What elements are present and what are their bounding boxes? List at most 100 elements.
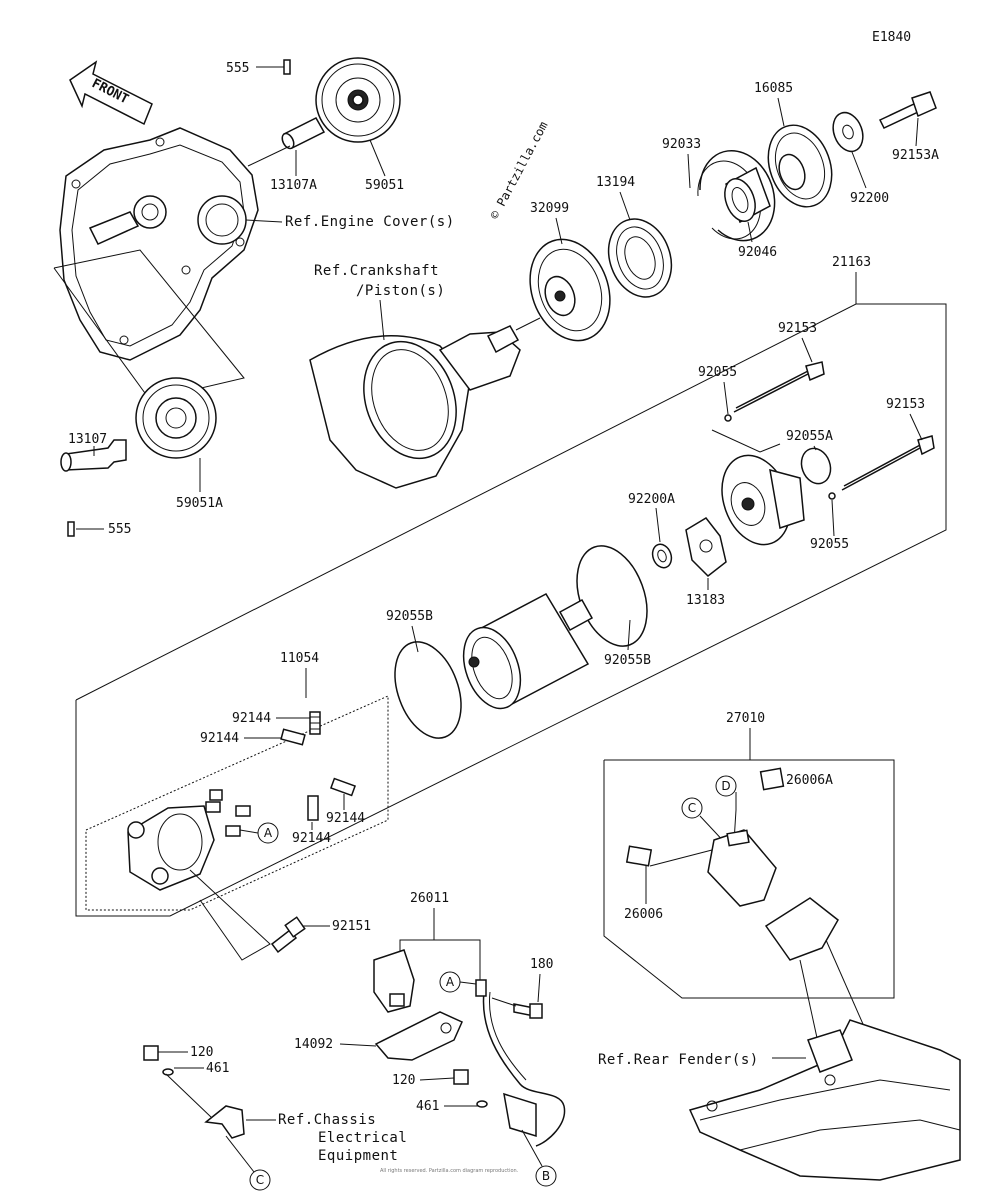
marker-c-1: C [681, 797, 703, 819]
washer-92200A[interactable] [649, 542, 674, 571]
terminal-cover[interactable] [373, 949, 415, 1013]
label-13107: 13107 [68, 432, 107, 447]
pin-555-bottom[interactable] [67, 521, 75, 537]
gear-59051[interactable] [315, 57, 401, 143]
label-92144-c: 92144 [326, 811, 365, 826]
gear-16085[interactable] [757, 116, 842, 215]
crankshaft [309, 325, 521, 489]
oring-92055A[interactable] [797, 444, 836, 487]
label-92055B-b: 92055B [604, 653, 651, 668]
ref-engine-cover: Ref.Engine Cover(s) [285, 214, 455, 230]
marker-b-1: B [535, 1165, 557, 1187]
ref-chassis-2: Electrical [318, 1130, 407, 1146]
relay-unit[interactable] [707, 829, 777, 907]
starter-end-cover[interactable] [710, 446, 805, 554]
pin-555-top[interactable] [283, 59, 291, 75]
bracket-14092[interactable] [374, 1011, 463, 1061]
battery-cable[interactable] [475, 979, 566, 1147]
label-555-bottom: 555 [108, 522, 131, 537]
label-32099: 32099 [530, 201, 569, 216]
footer-fineprint: All rights reserved. Partzilla.com diagr… [380, 1168, 519, 1174]
marker-a-1: A [257, 822, 279, 844]
label-14092: 14092 [294, 1037, 333, 1052]
ref-chassis-1: Ref.Chassis [278, 1112, 376, 1128]
marker-d-1: D [715, 775, 737, 797]
label-92153A: 92153A [892, 148, 939, 163]
washer-461-a[interactable] [162, 1068, 174, 1076]
svg-text:C: C [688, 801, 696, 815]
svg-text:A: A [264, 826, 273, 840]
oring-92055-b[interactable] [828, 492, 836, 500]
relay-outline [603, 759, 895, 999]
marker-a-2: A [439, 971, 461, 993]
label-26006A: 26006A [786, 773, 833, 788]
label-461-a: 461 [206, 1061, 229, 1076]
marker-b-2-hidden: B [542, 1169, 550, 1183]
oring-92055B-a[interactable] [383, 633, 474, 747]
brush-assembly-outline [85, 695, 389, 911]
label-92046: 92046 [738, 245, 777, 260]
gear-32099[interactable] [517, 228, 624, 352]
oring-92055B-b[interactable] [564, 536, 660, 656]
label-180: 180 [530, 957, 553, 972]
bolt-92153A[interactable] [878, 91, 937, 129]
label-461-b: 461 [416, 1099, 439, 1114]
label-27010: 27010 [726, 711, 765, 726]
plate-13183[interactable] [685, 517, 727, 577]
label-120-b: 120 [392, 1073, 415, 1088]
diagram-code: E1840 [872, 30, 911, 45]
label-92144-b: 92144 [200, 731, 239, 746]
starter-motor-body[interactable] [453, 593, 594, 716]
svg-text:B: B [542, 1169, 550, 1183]
label-92144-a: 92144 [232, 711, 271, 726]
label-59051: 59051 [365, 178, 404, 193]
label-26006: 26006 [624, 907, 663, 922]
label-92151: 92151 [332, 919, 371, 934]
bolt-92151[interactable] [270, 916, 306, 954]
svg-text:A: A [446, 975, 455, 989]
label-59051A: 59051A [176, 496, 223, 511]
label-11054: 11054 [280, 651, 319, 666]
spring-92144-d[interactable] [307, 795, 319, 821]
shaft-13107[interactable] [60, 439, 127, 472]
gear-59051A[interactable] [135, 377, 217, 459]
svg-text:C: C [256, 1173, 264, 1187]
washer-461-b[interactable] [476, 1100, 488, 1108]
shaft-13107A[interactable] [280, 117, 326, 150]
label-92055-b: 92055 [810, 537, 849, 552]
svg-text:B: B [542, 1169, 550, 1183]
label-21163: 21163 [832, 255, 871, 270]
label-92153-a: 92153 [778, 321, 817, 336]
bolt-92153-b[interactable] [841, 435, 935, 491]
label-13194: 13194 [596, 175, 635, 190]
bolt-92153-a[interactable] [733, 361, 825, 413]
label-92153-b: 92153 [886, 397, 925, 412]
bearing-92046[interactable] [719, 166, 771, 225]
label-92033: 92033 [662, 137, 701, 152]
bolt-180[interactable] [513, 1003, 543, 1019]
label-555-top: 555 [226, 61, 249, 76]
spring-92144-c[interactable] [329, 777, 357, 797]
label-16085: 16085 [754, 81, 793, 96]
ref-crankshaft: Ref.Crankshaft [314, 263, 439, 279]
ground-terminal[interactable] [204, 1105, 245, 1139]
label-92200A: 92200A [628, 492, 675, 507]
marker-c-2: C [249, 1169, 271, 1191]
ref-piston: /Piston(s) [356, 283, 445, 299]
engine-cover[interactable] [59, 127, 259, 361]
fuse-26006A[interactable] [759, 767, 785, 791]
brush-holder[interactable] [127, 789, 251, 891]
spring-92144-b[interactable] [280, 728, 306, 746]
spring-92144-a[interactable] [309, 711, 321, 735]
rear-fender-frame [688, 1019, 961, 1181]
ref-chassis-3: Equipment [318, 1148, 398, 1164]
label-92055-a: 92055 [698, 365, 737, 380]
oring-92055-a[interactable] [724, 414, 732, 422]
bearing-13194[interactable] [598, 210, 682, 306]
bolt-120-b[interactable] [453, 1069, 469, 1085]
washer-92200[interactable] [828, 108, 868, 155]
fuse-26006[interactable] [625, 845, 653, 867]
relay-bracket[interactable] [764, 897, 839, 961]
bolt-120-a[interactable] [143, 1045, 159, 1061]
